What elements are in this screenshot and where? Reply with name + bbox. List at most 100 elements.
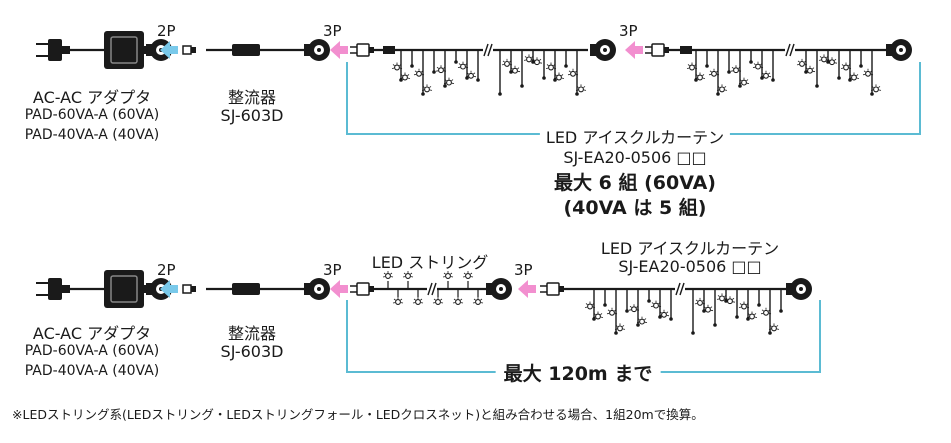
pin-connector-icon <box>350 43 374 57</box>
string-name: LED ストリング <box>371 253 489 272</box>
round-connector-icon <box>304 39 330 61</box>
wire-break-mark <box>427 282 437 296</box>
led-bulb-icon <box>452 297 464 305</box>
led-bulb-icon <box>738 77 750 86</box>
icicle-curtain <box>686 43 886 96</box>
arrow-left-icon <box>625 41 643 59</box>
led-bulb-icon <box>465 70 477 79</box>
led-bulb-icon <box>545 62 557 71</box>
led-bulb-icon <box>804 65 816 74</box>
led-bulb-icon <box>432 297 444 305</box>
ac-adapter-icon <box>104 31 150 69</box>
led-bulb-icon <box>686 62 698 71</box>
led-bulb-icon <box>738 301 750 310</box>
wire-break-mark <box>483 43 493 57</box>
port-label-2p: 2P <box>157 22 176 40</box>
led-bulb-icon <box>614 323 626 332</box>
led-bulb-icon <box>457 61 469 70</box>
led-bulb-icon <box>442 271 454 279</box>
led-bulb-icon <box>796 58 808 67</box>
icicle-drop <box>647 289 651 303</box>
icicle-drop <box>542 50 546 80</box>
adapter-model: PAD-60VA-A (60VA) <box>24 343 160 359</box>
led-bulb-icon <box>575 84 587 93</box>
icicle-drop <box>603 289 607 307</box>
led-bulb-icon <box>509 65 521 74</box>
icicle-drop <box>399 50 403 82</box>
max-sets-label: 最大 6 組 (60VA) <box>554 172 716 194</box>
icicle-drop <box>779 289 783 313</box>
icicle-drop <box>625 289 629 313</box>
ac-adapter-icon <box>104 270 150 308</box>
led-bulb-icon <box>392 297 404 305</box>
led-bulb-icon <box>443 77 455 86</box>
small-connector-icon <box>182 45 196 55</box>
rectifier-icon <box>232 283 260 295</box>
curtain-model: SJ-EA20-0506 □□ <box>618 257 762 276</box>
footnote: ※LEDストリング系(LEDストリング・LEDストリングフォール・LEDクロスネ… <box>12 407 704 422</box>
icicle-drop <box>727 50 731 74</box>
ac-plug-icon <box>36 39 70 61</box>
icicle-curtain <box>584 282 786 335</box>
icicle-drop <box>757 289 761 307</box>
round-connector-icon <box>786 278 812 300</box>
connection-row-1 <box>36 31 921 135</box>
led-bulb-icon <box>567 68 579 77</box>
pin-connector-icon <box>540 282 564 296</box>
icicle-drop <box>815 50 819 88</box>
led-bulb-icon <box>694 72 706 81</box>
led-bulb-icon <box>472 297 484 305</box>
round-connector-icon <box>590 39 616 61</box>
icicle-drop <box>410 50 414 68</box>
icicle-drop <box>705 50 709 68</box>
icicle-drop <box>859 50 863 68</box>
adapter-name: AC-AC アダプタ <box>32 88 152 107</box>
small-connector-icon <box>182 284 196 294</box>
port-label-2p: 2P <box>157 261 176 279</box>
port-label-3p: 3P <box>514 261 533 279</box>
led-bulb-icon <box>826 57 838 66</box>
wire-break-mark <box>785 43 795 57</box>
icicle-drop <box>498 50 502 96</box>
led-bulb-icon <box>462 271 474 279</box>
port-label-3p: 3P <box>619 22 638 40</box>
icicle-drop <box>837 50 841 80</box>
icicle-drop <box>454 50 458 64</box>
led-bulb-icon <box>421 84 433 93</box>
icicle-drop <box>476 50 480 82</box>
led-bulb-icon <box>501 58 513 67</box>
led-bulb-icon <box>840 62 852 71</box>
led-bulb-icon <box>708 68 720 77</box>
icicle-drop <box>432 50 436 74</box>
wire-clip <box>680 46 692 54</box>
arrow-left-icon <box>518 280 536 298</box>
led-bulb-icon <box>716 84 728 93</box>
icicle-drop <box>713 289 717 327</box>
adapter-name: AC-AC アダプタ <box>32 324 152 343</box>
arrow-left-icon <box>330 41 348 59</box>
led-bulb-icon <box>818 54 830 63</box>
round-connector-icon <box>486 278 512 300</box>
led-bulb-icon <box>413 68 425 77</box>
icicle-drop <box>691 289 695 335</box>
rectifier-name: 整流器 <box>227 88 277 107</box>
led-bulb-icon <box>760 70 772 79</box>
led-bulb-icon <box>730 65 742 74</box>
led-bulb-icon <box>606 307 618 316</box>
arrow-left-icon <box>160 280 178 298</box>
icicle-drop <box>564 50 568 68</box>
led-bulb-icon <box>628 304 640 313</box>
led-bulb-icon <box>702 304 714 313</box>
icicle-drop <box>735 289 739 319</box>
led-bulb-icon <box>862 68 874 77</box>
led-bulb-icon <box>636 316 648 325</box>
icicle-drop <box>669 289 673 321</box>
icicle-drop <box>694 50 698 82</box>
led-bulb-icon <box>724 296 736 305</box>
led-bulb-icon <box>531 57 543 66</box>
icicle-drop <box>848 50 852 82</box>
adapter-model: PAD-40VA-A (40VA) <box>24 363 160 379</box>
led-bulb-icon <box>523 54 535 63</box>
rectifier-model: SJ-603D <box>220 106 284 125</box>
arrow-left-icon <box>330 280 348 298</box>
